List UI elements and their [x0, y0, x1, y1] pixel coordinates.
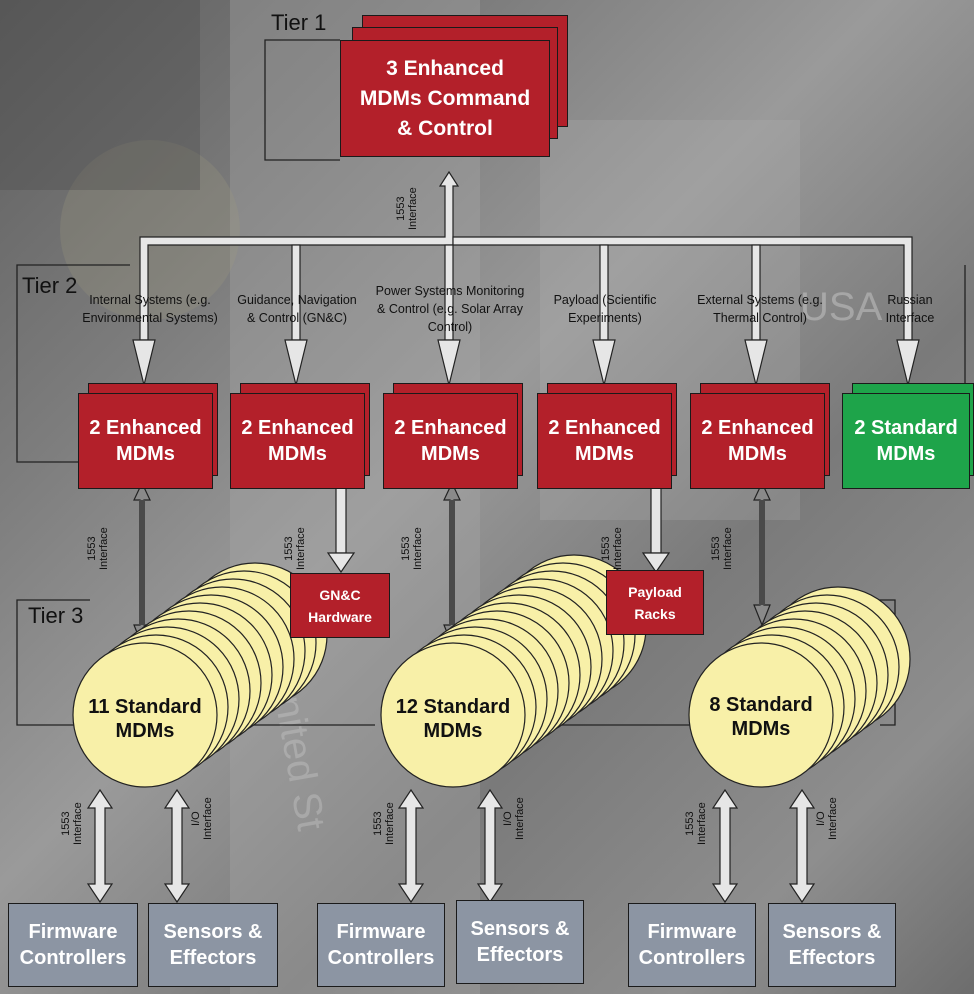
- tier2-box-power-label: 2 Enhanced MDMs: [394, 417, 507, 465]
- stack3-disc: [688, 642, 834, 788]
- tier2-box-internal-label: 2 Enhanced MDMs: [89, 417, 202, 465]
- standard-mdm-group-2-label: 12 Standard MDMs: [395, 696, 511, 742]
- tier3-label: Tier 3: [28, 603, 84, 628]
- interface-label-t2-1: 1553 Interface: [86, 527, 110, 570]
- stack1-disc: [72, 642, 218, 788]
- sensors-effectors-box-3: Sensors & Effectors: [768, 903, 896, 987]
- tier2-box-power: 2 Enhanced MDMs: [383, 393, 518, 489]
- command-control-label: 3 Enhanced MDMs Command & Control: [359, 56, 531, 140]
- standard-mdm-stack-2: [380, 554, 647, 788]
- system-label-payload: Payload (Scientific Experiments): [553, 293, 657, 325]
- interface-label-t2-4: 1553 Interface: [600, 527, 624, 570]
- command-control-mdms-box: 3 Enhanced MDMs Command & Control: [340, 40, 550, 157]
- tier2-box-gnc-label: 2 Enhanced MDMs: [241, 417, 354, 465]
- top-interface-label: 1553 Interface: [395, 187, 419, 230]
- bottom-iface-2b: I/O Interface: [502, 797, 526, 840]
- tier2-box-russian: 2 Standard MDMs: [842, 393, 970, 489]
- interface-label-t2-5: 1553 Interface: [710, 527, 734, 570]
- firmware-controllers-box-3: Firmware Controllers: [628, 903, 756, 987]
- bottom-iface-3b: I/O Interface: [815, 797, 839, 840]
- tier1-label: Tier 1: [271, 10, 327, 35]
- tier2-box-payload-label: 2 Enhanced MDMs: [548, 417, 661, 465]
- tier2-box-external: 2 Enhanced MDMs: [690, 393, 825, 489]
- bottom-iface-3a: 1553 Interface: [684, 802, 708, 845]
- tier2-box-payload: 2 Enhanced MDMs: [537, 393, 672, 489]
- tier2-box-russian-label: 2 Standard MDMs: [854, 417, 958, 465]
- standard-mdm-stack-1: [72, 562, 328, 788]
- tier1-bracket: [264, 39, 340, 161]
- firmware-controllers-box-2: Firmware Controllers: [317, 903, 445, 987]
- standard-mdm-group-1-label: 11 Standard MDMs: [88, 696, 202, 742]
- tier2-box-gnc: 2 Enhanced MDMs: [230, 393, 365, 489]
- bottom-iface-1a: 1553 Interface: [60, 802, 84, 845]
- payload-racks-box: Payload Racks: [606, 570, 704, 635]
- tier2-bracket: [16, 264, 130, 463]
- system-label-russian: Russian Interface: [885, 293, 935, 325]
- bottom-iface-1b: I/O Interface: [190, 797, 214, 840]
- sensors-effectors-label-3: Sensors & Effectors: [782, 921, 882, 969]
- sensors-effectors-box-2: Sensors & Effectors: [456, 900, 584, 984]
- standard-mdm-stack-3: [688, 586, 911, 788]
- system-label-internal: Internal Systems (e.g. Environmental Sys…: [82, 293, 218, 325]
- firmware-controllers-label-2: Firmware Controllers: [327, 921, 435, 969]
- stack2-disc: [380, 642, 526, 788]
- gnc-hardware-label: GN&C Hardware: [308, 586, 372, 625]
- tier2-box-external-label: 2 Enhanced MDMs: [701, 417, 814, 465]
- standard-mdm-group-3-label: 8 Standard MDMs: [709, 694, 813, 740]
- firmware-controllers-box-1: Firmware Controllers: [8, 903, 138, 987]
- watermark-usa: USA: [800, 285, 883, 329]
- gnc-hardware-box: GN&C Hardware: [290, 573, 390, 638]
- firmware-controllers-label-1: Firmware Controllers: [19, 921, 127, 969]
- system-label-power: Power Systems Monitoring & Control (e.g.…: [375, 284, 525, 334]
- firmware-controllers-label-3: Firmware Controllers: [638, 921, 746, 969]
- system-label-external: External Systems (e.g. Thermal Control): [697, 293, 823, 325]
- sensors-effectors-box-1: Sensors & Effectors: [148, 903, 278, 987]
- tier3-bracket: [16, 599, 90, 726]
- tier2-box-internal: 2 Enhanced MDMs: [78, 393, 213, 489]
- sensors-effectors-label-2: Sensors & Effectors: [470, 918, 570, 966]
- interface-label-t2-3: 1553 Interface: [400, 527, 424, 570]
- bottom-iface-2a: 1553 Interface: [372, 802, 396, 845]
- interface-label-t2-2: 1553 Interface: [283, 527, 307, 570]
- system-label-gnc: Guidance, Navigation & Control (GN&C): [237, 293, 357, 325]
- payload-racks-label: Payload Racks: [628, 583, 682, 622]
- sensors-effectors-label-1: Sensors & Effectors: [163, 921, 263, 969]
- tier2-label: Tier 2: [22, 273, 78, 298]
